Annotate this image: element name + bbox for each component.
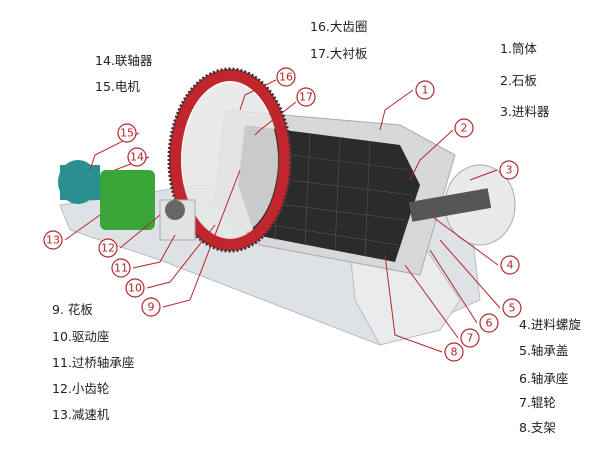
svg-text:17: 17 — [299, 91, 313, 104]
callout-16: 16 — [276, 67, 296, 87]
callout-10: 10 — [125, 278, 145, 298]
label-roller: 7.辊轮 — [519, 395, 556, 410]
label-reducer: 13.减速机 — [52, 407, 110, 422]
callout-8: 8 — [444, 342, 464, 362]
label-cylinder: 1.筒体 — [500, 41, 537, 56]
svg-text:9: 9 — [148, 301, 155, 314]
callout-7: 7 — [460, 328, 480, 348]
svg-text:3: 3 — [506, 164, 513, 177]
svg-text:10: 10 — [128, 282, 142, 295]
svg-text:15: 15 — [120, 127, 134, 140]
label-drive-seat: 10.驱动座 — [52, 329, 110, 344]
callout-4: 4 — [500, 255, 520, 275]
callout-15: 15 — [117, 123, 137, 143]
label-stone-plate: 2.石板 — [500, 73, 537, 88]
svg-text:12: 12 — [101, 242, 115, 255]
svg-text:16: 16 — [279, 71, 293, 84]
label-bearing-seat: 6.轴承座 — [519, 371, 569, 386]
svg-text:7: 7 — [467, 332, 474, 345]
pinion — [165, 200, 185, 220]
label-grate-plate: 9. 花板 — [52, 302, 93, 317]
callout-9: 9 — [141, 297, 161, 317]
callout-5: 5 — [502, 298, 522, 318]
svg-text:8: 8 — [451, 346, 458, 359]
reducer — [100, 170, 155, 230]
svg-text:5: 5 — [509, 302, 516, 315]
callout-12: 12 — [98, 238, 118, 258]
label-coupling: 14.联轴器 — [95, 53, 153, 68]
callout-17: 17 — [296, 87, 316, 107]
callout-14: 14 — [127, 147, 147, 167]
label-large-liner: 17.大衬板 — [310, 46, 368, 61]
label-motor: 15.电机 — [95, 79, 140, 94]
label-feeder: 3.进料器 — [500, 104, 550, 119]
leader-lines — [64, 79, 501, 353]
svg-text:11: 11 — [114, 262, 128, 275]
svg-text:2: 2 — [461, 122, 468, 135]
label-gear-ring: 16.大齿圈 — [310, 19, 368, 34]
gear-ring — [169, 69, 291, 251]
end-plate — [182, 83, 278, 237]
label-pinion: 12.小齿轮 — [52, 381, 110, 396]
callout-3: 3 — [499, 160, 519, 180]
svg-text:14: 14 — [130, 151, 144, 164]
svg-text:6: 6 — [486, 317, 493, 330]
label-feed-screw: 4.进料螺旋 — [519, 317, 581, 332]
label-bearing-cap: 5.轴承盖 — [519, 343, 569, 358]
feed-screw — [408, 188, 492, 222]
callout-13: 13 — [43, 230, 63, 250]
label-bridge-bearing-seat: 11.过桥轴承座 — [52, 355, 135, 370]
callout-1: 1 — [415, 80, 435, 100]
callout-11: 11 — [111, 258, 131, 278]
svg-text:13: 13 — [46, 234, 60, 247]
label-support: 8.支架 — [519, 420, 556, 435]
svg-text:1: 1 — [422, 84, 429, 97]
callout-2: 2 — [454, 118, 474, 138]
svg-text:4: 4 — [507, 259, 514, 272]
callout-6: 6 — [479, 313, 499, 333]
